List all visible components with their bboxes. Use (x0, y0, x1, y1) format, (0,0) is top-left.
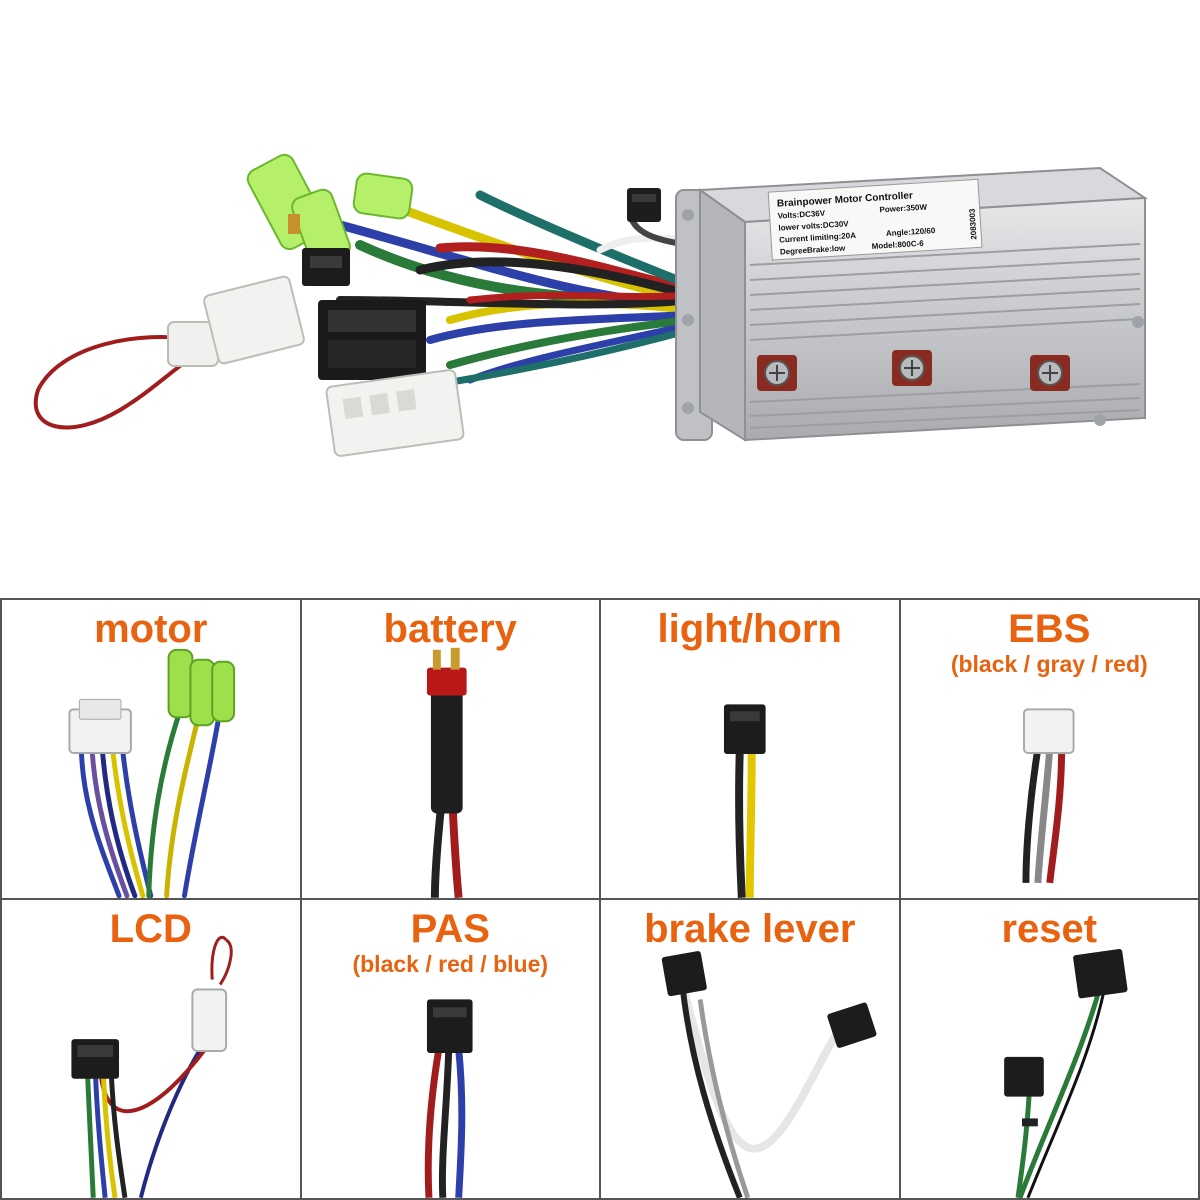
lcd-connector-image (71, 936, 233, 1198)
ebs-connector-image (1021, 708, 1075, 884)
label-lower-volts: lower volts:DC30V (778, 219, 849, 232)
connector-subtitle: (black / red / blue) (352, 951, 549, 977)
connector-cell-ebs: EBS (black / gray / red) (900, 600, 1200, 900)
connector-cell-light-horn: light/horn (601, 600, 901, 900)
brake-lever-connector-image (661, 951, 877, 1198)
label-power: Power:350W (879, 202, 927, 214)
connector-cell-reset: reset (900, 900, 1200, 1200)
connector-title: EBS (1008, 607, 1091, 651)
connector-subtitle: (black / gray / red) (950, 651, 1148, 677)
label-angle: Angle:120/60 (886, 226, 936, 238)
label-serial: 2083003 (968, 208, 979, 240)
motor-connector-image (68, 648, 236, 898)
light-horn-connector-image (723, 704, 766, 898)
connector-title: light/horn (657, 607, 842, 651)
controller-photo: Brainpower Motor Controller Volts:DC36V … (0, 0, 1200, 596)
controller-illustration: Brainpower Motor Controller Volts:DC36V … (33, 153, 1149, 457)
connector-cell-battery: battery (301, 600, 601, 900)
label-model: Model:800C-6 (871, 239, 924, 251)
connector-cell-brake-lever: brake lever (601, 900, 901, 1200)
connector-cell-pas: PAS (black / red / blue) (301, 900, 601, 1200)
connector-cell-lcd: LCD (2, 900, 302, 1200)
battery-connector-image (426, 647, 467, 898)
reset-connector-image (1003, 948, 1128, 1198)
connector-title: reset (1001, 907, 1098, 951)
label-brake: DegreeBrake:low (780, 244, 847, 257)
connector-title: motor (94, 607, 208, 651)
connector-cell-motor: motor (2, 600, 302, 900)
connector-title: PAS (410, 907, 490, 951)
connector-title: battery (383, 607, 517, 651)
connector-title: LCD (109, 907, 192, 951)
connector-title: brake lever (644, 907, 856, 951)
label-volts: Volts:DC36V (777, 209, 826, 221)
connector-grid: motor battery (0, 598, 1200, 1200)
pas-connector-image (424, 999, 473, 1198)
